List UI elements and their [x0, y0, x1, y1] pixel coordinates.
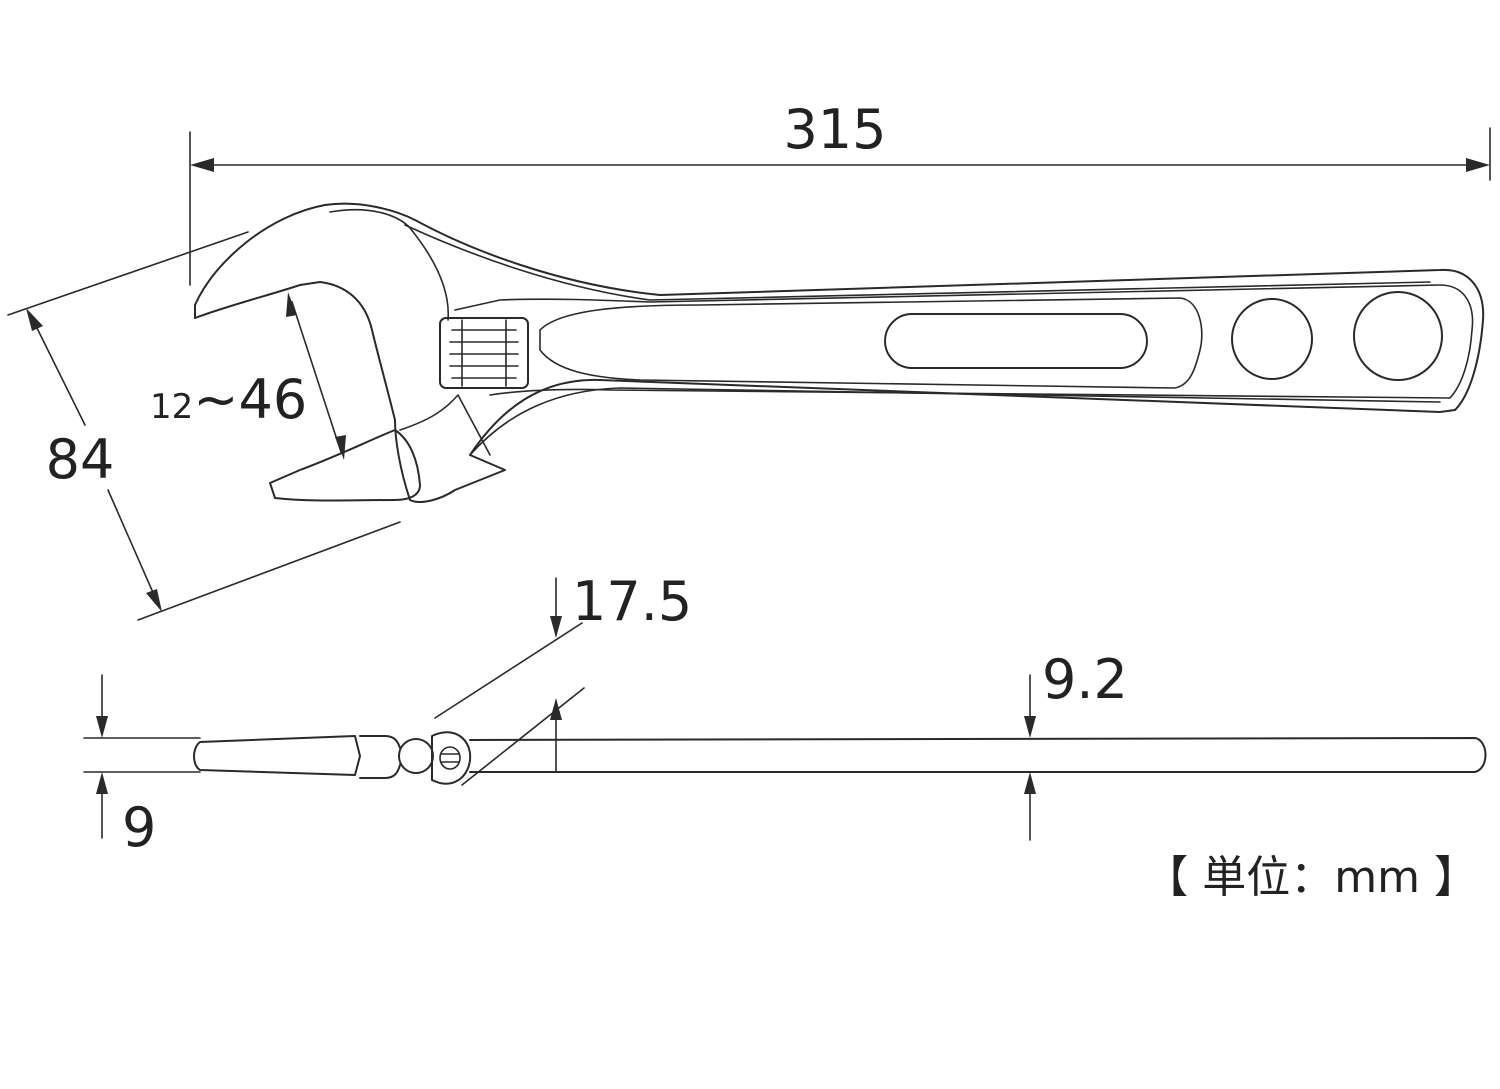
wrench-head-outline: [194, 202, 1485, 503]
handle-frame: [454, 284, 1474, 399]
head-width-dimension: 84: [7, 231, 401, 621]
jaw-thickness-dimension: 17.5: [434, 570, 692, 786]
jaw-opening-min: 12: [150, 387, 193, 427]
jaw-opening-arrow-top: [286, 292, 297, 317]
wrench-side-view: [193, 731, 1487, 785]
jaw-opening-arrow-bottom: [335, 435, 346, 460]
wrench-head-inner: [329, 208, 450, 321]
tip-arrow-bottom: [96, 772, 108, 794]
hang-hole-1: [1231, 298, 1313, 380]
head-width-line-lower: [107, 489, 159, 605]
tip-thickness-label: 9: [122, 796, 156, 859]
side-jaw-clip: [359, 735, 401, 779]
head-width-extension-bottom: [137, 521, 401, 621]
head-width-label: 84: [46, 428, 115, 491]
jaw-opening-label: 12~46: [150, 368, 307, 431]
side-head-outline: [193, 735, 361, 776]
head-width-arrow-bottom: [146, 589, 162, 612]
head-width-line-upper: [31, 317, 86, 426]
jaw-thickness-label: 17.5: [572, 570, 692, 633]
jaw-opening-dimension-line: [291, 301, 342, 453]
side-screw-head: [439, 746, 461, 770]
handle-arrow-bottom: [1024, 772, 1036, 794]
head-width-arrow-top: [26, 308, 43, 331]
head-width-extension-top: [7, 231, 249, 316]
jaw-thickness-arrow-top: [550, 616, 562, 638]
tip-arrow-top: [96, 716, 108, 738]
wrench-top-view: [194, 202, 1485, 503]
side-pivot-head: [431, 731, 472, 785]
jaw-opening-max: ~46: [193, 368, 307, 431]
length-label: 315: [783, 98, 886, 161]
handle-thickness-label: 9.2: [1042, 648, 1128, 711]
unit-label: 【 単位：mm 】: [1144, 852, 1478, 903]
tip-thickness-dimension: 9: [83, 674, 201, 859]
jaw-opening-dimension: 12~46: [150, 292, 346, 460]
neck-groove-lower: [469, 387, 1441, 456]
jaw-thickness-extension-top: [434, 622, 583, 719]
length-dimension: 315: [189, 98, 1491, 286]
worm-screw: [439, 317, 529, 389]
worm-housing: [439, 317, 529, 389]
movable-jaw: [269, 429, 421, 502]
movable-jaw-rail: [399, 394, 491, 456]
handle-slot: [884, 313, 1148, 369]
length-arrow-left: [190, 158, 214, 172]
slot-surround: [539, 297, 1203, 389]
side-pivot-ring: [398, 738, 434, 774]
upper-jaw-inner: [194, 281, 396, 421]
hang-hole-2: [1353, 291, 1443, 381]
handle-arrow-top: [1024, 716, 1036, 738]
neck-groove-upper: [404, 224, 1431, 301]
length-arrow-right: [1466, 158, 1490, 172]
jaw-thickness-extension-bottom: [461, 687, 585, 786]
side-handle-outline: [469, 737, 1487, 773]
handle-thickness-dimension: 9.2: [1024, 648, 1128, 841]
jaw-thickness-arrow-bottom: [550, 698, 562, 720]
